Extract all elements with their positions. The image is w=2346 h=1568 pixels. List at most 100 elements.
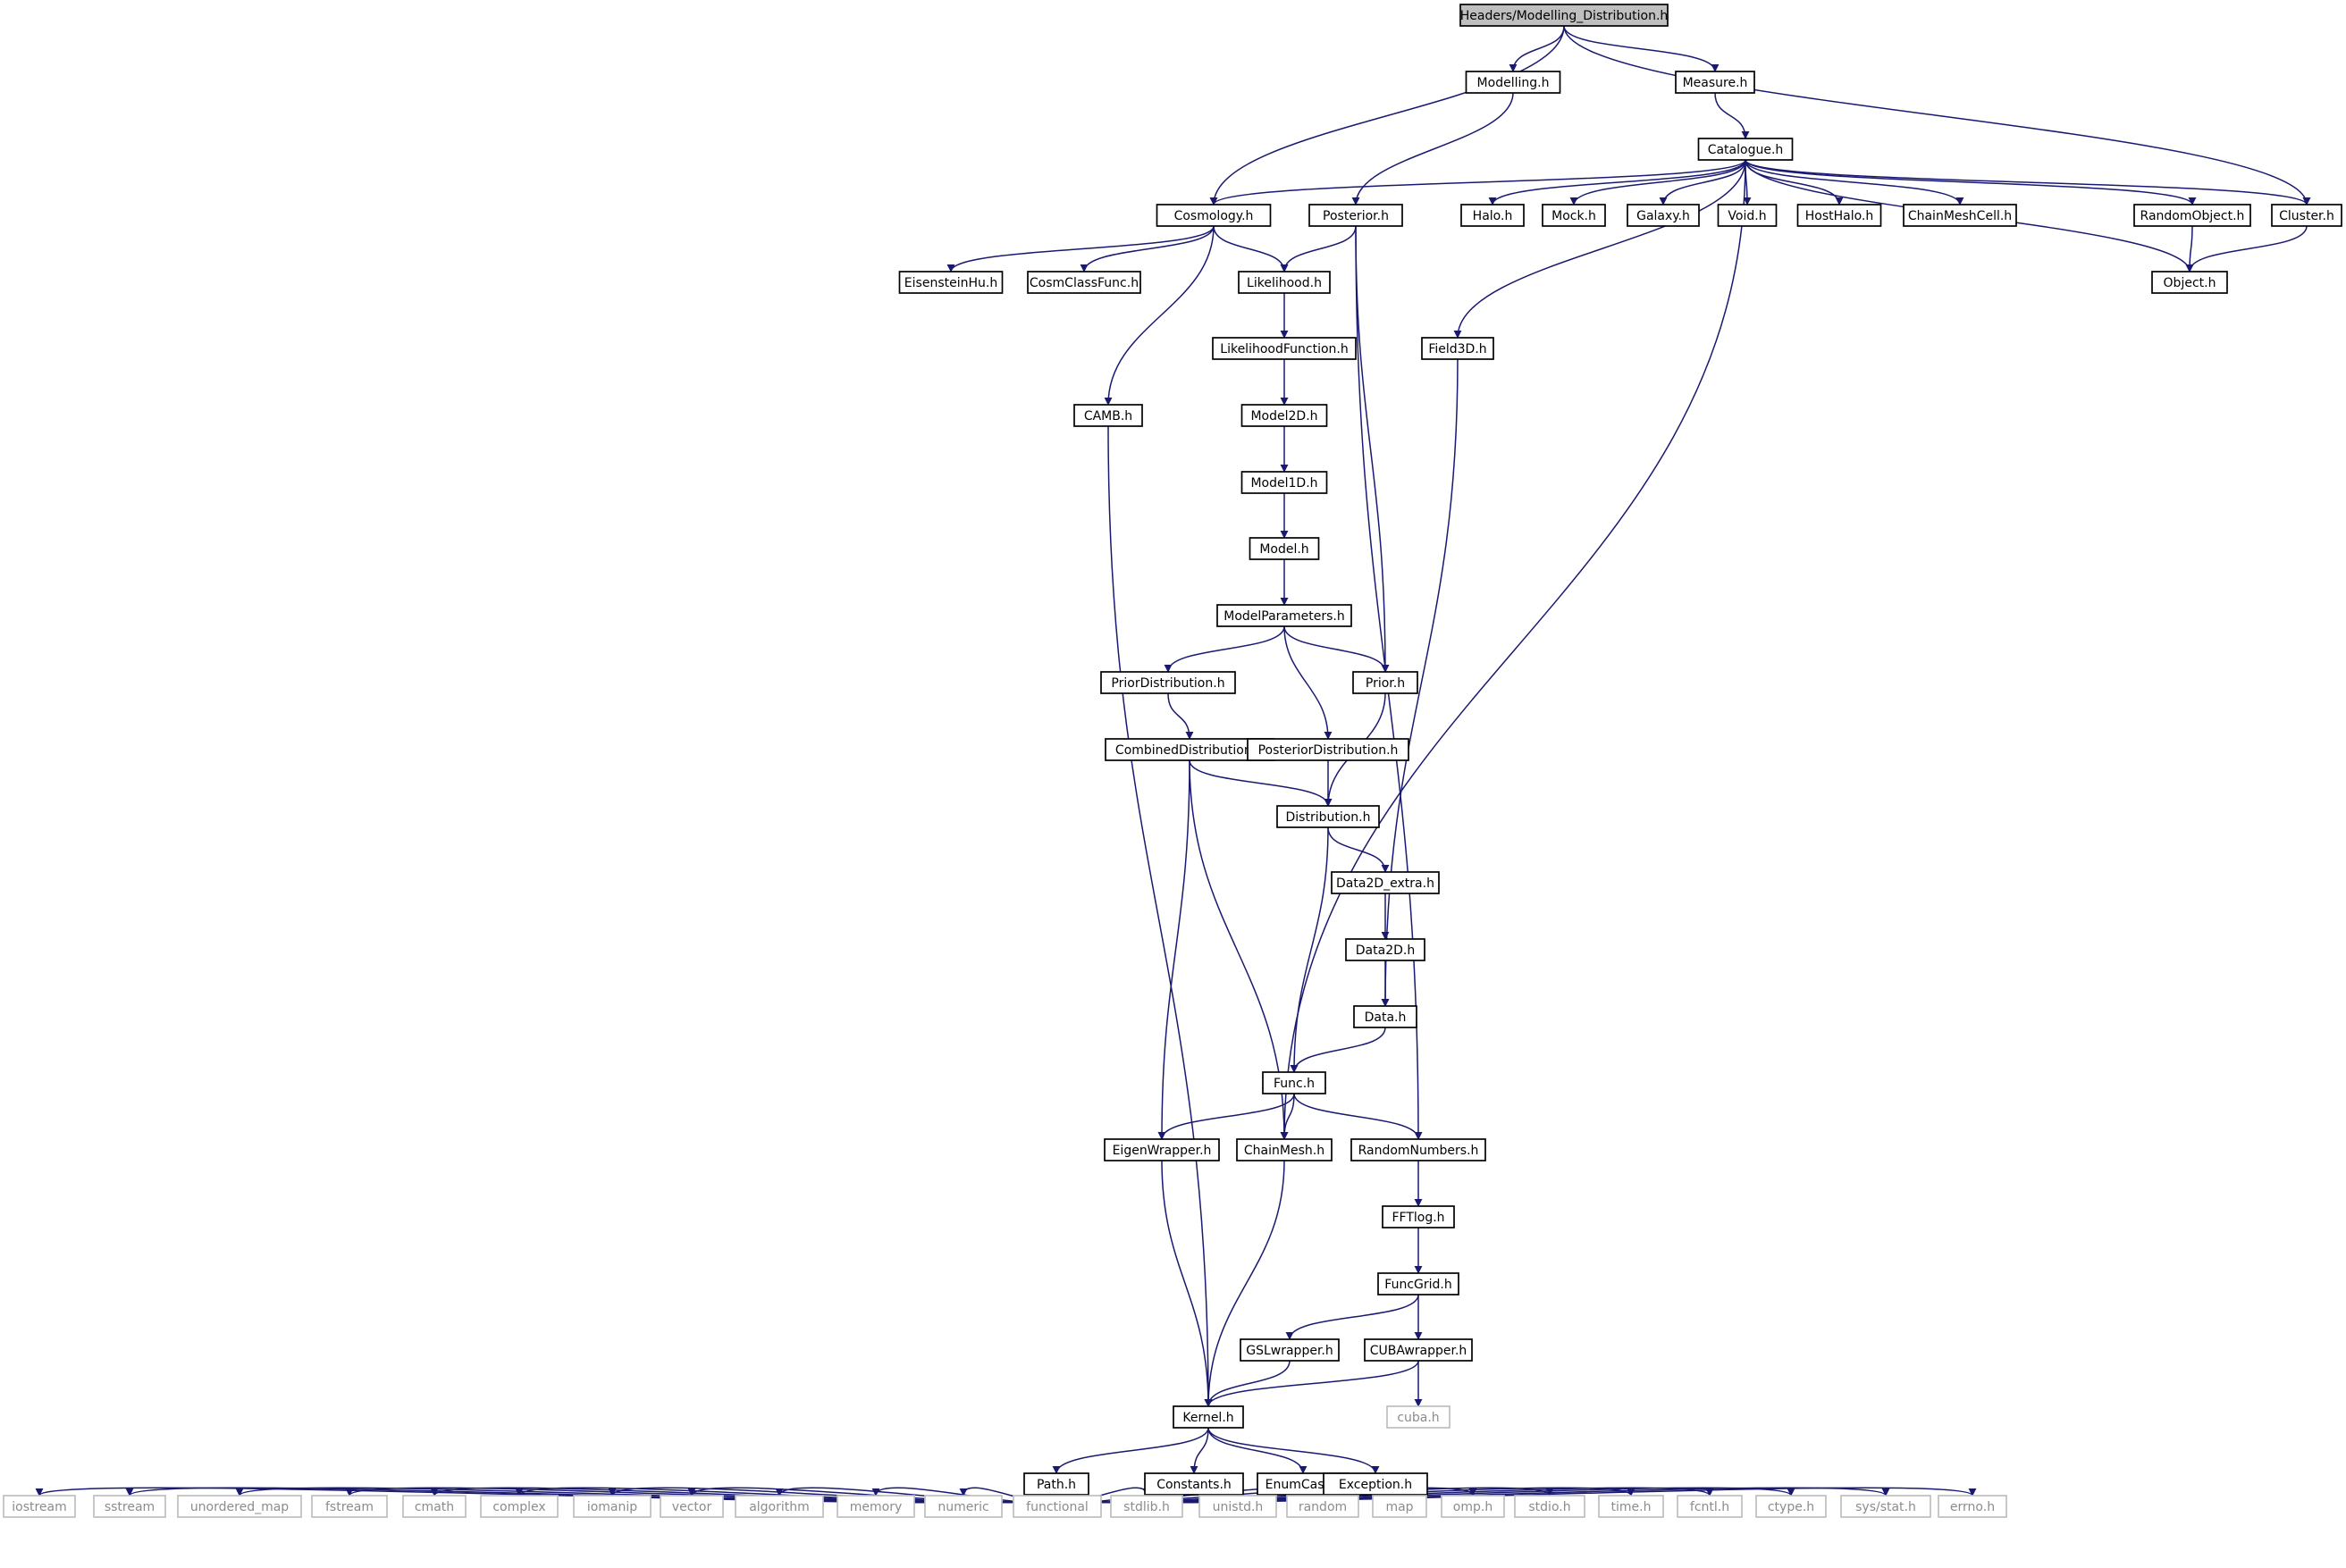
node-func[interactable]: Func.h: [1262, 1071, 1326, 1094]
node-funcgrid[interactable]: FuncGrid.h: [1377, 1272, 1459, 1295]
node-box: [660, 1495, 724, 1518]
edge-line: [1488, 159, 1746, 205]
node-hosthalo[interactable]: HostHalo.h: [1796, 204, 1882, 227]
node-iomanip: iomanip: [573, 1495, 652, 1518]
node-box: [1386, 1405, 1450, 1429]
node-fftlog[interactable]: FFTlog.h: [1382, 1205, 1455, 1228]
node-void[interactable]: Void.h: [1717, 204, 1778, 227]
node-box: [1173, 1405, 1244, 1429]
node-fstream: fstream: [311, 1495, 388, 1518]
node-label: LikelihoodFunction.h: [1220, 342, 1348, 356]
node-camb[interactable]: CAMB.h: [1073, 404, 1143, 427]
edge-line: [2185, 225, 2308, 273]
edge-eigenwrapper-to-kernel: [1161, 1160, 1213, 1407]
node-label: Constants.h: [1156, 1478, 1232, 1492]
node-box: [311, 1495, 388, 1518]
edge-distribution-to-func: [1290, 826, 1329, 1073]
edge-kernel-to-path: [1052, 1427, 1209, 1474]
edge-combineddistribution-to-eigenwrapper: [1157, 759, 1190, 1140]
node-complex: complex: [480, 1495, 559, 1518]
node-label: Headers/Modelling_Distribution.h: [1460, 9, 1669, 23]
node-mock[interactable]: Mock.h: [1542, 204, 1606, 227]
node-path[interactable]: Path.h: [1023, 1472, 1089, 1496]
edge-cosmology-to-camb: [1104, 225, 1215, 406]
edge-posterior-to-prior: [1355, 225, 1390, 673]
node-data[interactable]: Data.h: [1353, 1005, 1417, 1028]
node-model[interactable]: Model.h: [1249, 537, 1320, 560]
node-sysstat: sys/stat.h: [1840, 1495, 1931, 1518]
node-box: [2133, 204, 2251, 227]
edge-priordistribution-to-combineddistribution: [1167, 692, 1194, 740]
node-box: [1013, 1495, 1102, 1518]
node-label: vector: [672, 1500, 712, 1514]
node-gslwrapper[interactable]: GSLwrapper.h: [1240, 1338, 1340, 1362]
node-box: [2151, 271, 2228, 294]
node-field3d[interactable]: Field3D.h: [1421, 337, 1494, 360]
node-eisensteinhu[interactable]: EisensteinHu.h: [898, 271, 1004, 294]
edge-combineddistribution-to-distribution: [1189, 759, 1333, 807]
edge-line: [1745, 159, 2197, 205]
edge-line: [1157, 759, 1190, 1140]
node-galaxy[interactable]: Galaxy.h: [1627, 204, 1700, 227]
edge-line: [1327, 826, 1390, 873]
node-cosmclassfunc[interactable]: CosmClassFunc.h: [1027, 271, 1141, 294]
node-priordistribution[interactable]: PriorDistribution.h: [1100, 671, 1236, 694]
node-combineddistribution[interactable]: CombinedDistribution.h: [1105, 738, 1274, 761]
node-posterior[interactable]: Posterior.h: [1308, 204, 1403, 227]
node-chainmesh[interactable]: ChainMesh.h: [1236, 1138, 1333, 1161]
node-chainmeshcell[interactable]: ChainMeshCell.h: [1903, 204, 2017, 227]
node-distribution[interactable]: Distribution.h: [1276, 805, 1380, 828]
node-catalogue[interactable]: Catalogue.h: [1697, 138, 1794, 161]
node-halo[interactable]: Halo.h: [1460, 204, 1525, 227]
node-data2d[interactable]: Data2D.h: [1345, 938, 1425, 961]
node-label: Galaxy.h: [1636, 209, 1690, 223]
node-measure[interactable]: Measure.h: [1675, 71, 1755, 94]
node-root[interactable]: Headers/Modelling_Distribution.h: [1459, 4, 1669, 27]
node-cubawrapper[interactable]: CUBAwrapper.h: [1364, 1338, 1473, 1362]
edge-line: [1157, 1093, 1295, 1140]
node-likelihoodfunction[interactable]: LikelihoodFunction.h: [1212, 337, 1357, 360]
node-modelparameters[interactable]: ModelParameters.h: [1216, 604, 1352, 627]
node-modelling[interactable]: Modelling.h: [1465, 71, 1561, 94]
node-box: [1460, 204, 1525, 227]
node-model1d[interactable]: Model1D.h: [1240, 471, 1328, 494]
node-label: algorithm: [749, 1500, 810, 1514]
node-prior[interactable]: Prior.h: [1352, 671, 1418, 694]
node-label: Measure.h: [1683, 76, 1748, 90]
node-box: [1236, 1138, 1333, 1161]
node-cosmology[interactable]: Cosmology.h: [1156, 204, 1272, 227]
node-label: Distribution.h: [1286, 810, 1371, 825]
node-data2d_extra[interactable]: Data2D_extra.h: [1331, 871, 1440, 894]
node-time: time.h: [1598, 1495, 1664, 1518]
node-box: [2271, 204, 2342, 227]
node-randomobject[interactable]: RandomObject.h: [2133, 204, 2251, 227]
node-box: [1627, 204, 1700, 227]
node-label: CosmClassFunc.h: [1030, 276, 1139, 290]
node-posteriordistribution[interactable]: PosteriorDistribution.h: [1247, 738, 1409, 761]
node-eigenwrapper[interactable]: EigenWrapper.h: [1104, 1138, 1220, 1161]
edge-line: [1280, 1093, 1295, 1140]
edge-line: [1283, 625, 1333, 740]
node-label: EisensteinHu.h: [904, 276, 997, 290]
node-label: Modelling.h: [1477, 76, 1550, 90]
node-box: [1675, 71, 1755, 94]
node-cluster[interactable]: Cluster.h: [2271, 204, 2342, 227]
node-label: cuba.h: [1397, 1411, 1439, 1425]
node-constants[interactable]: Constants.h: [1144, 1472, 1244, 1496]
node-box: [1308, 204, 1403, 227]
node-likelihood[interactable]: Likelihood.h: [1238, 271, 1331, 294]
edge-catalogue-to-cluster: [1745, 159, 2311, 205]
node-object[interactable]: Object.h: [2151, 271, 2228, 294]
node-box: [735, 1495, 824, 1518]
edge-func-to-randomnumbers: [1293, 1093, 1423, 1140]
node-exception[interactable]: Exception.h: [1323, 1472, 1428, 1496]
node-kernel[interactable]: Kernel.h: [1173, 1405, 1244, 1429]
node-box: [1100, 671, 1236, 694]
node-model2d[interactable]: Model2D.h: [1240, 404, 1328, 427]
edge-line: [1107, 425, 1213, 1407]
node-box: [1240, 1338, 1340, 1362]
node-random: random: [1286, 1495, 1359, 1518]
node-randomnumbers[interactable]: RandomNumbers.h: [1350, 1138, 1486, 1161]
edge-catalogue-to-chainmesh: [1280, 159, 1746, 1140]
